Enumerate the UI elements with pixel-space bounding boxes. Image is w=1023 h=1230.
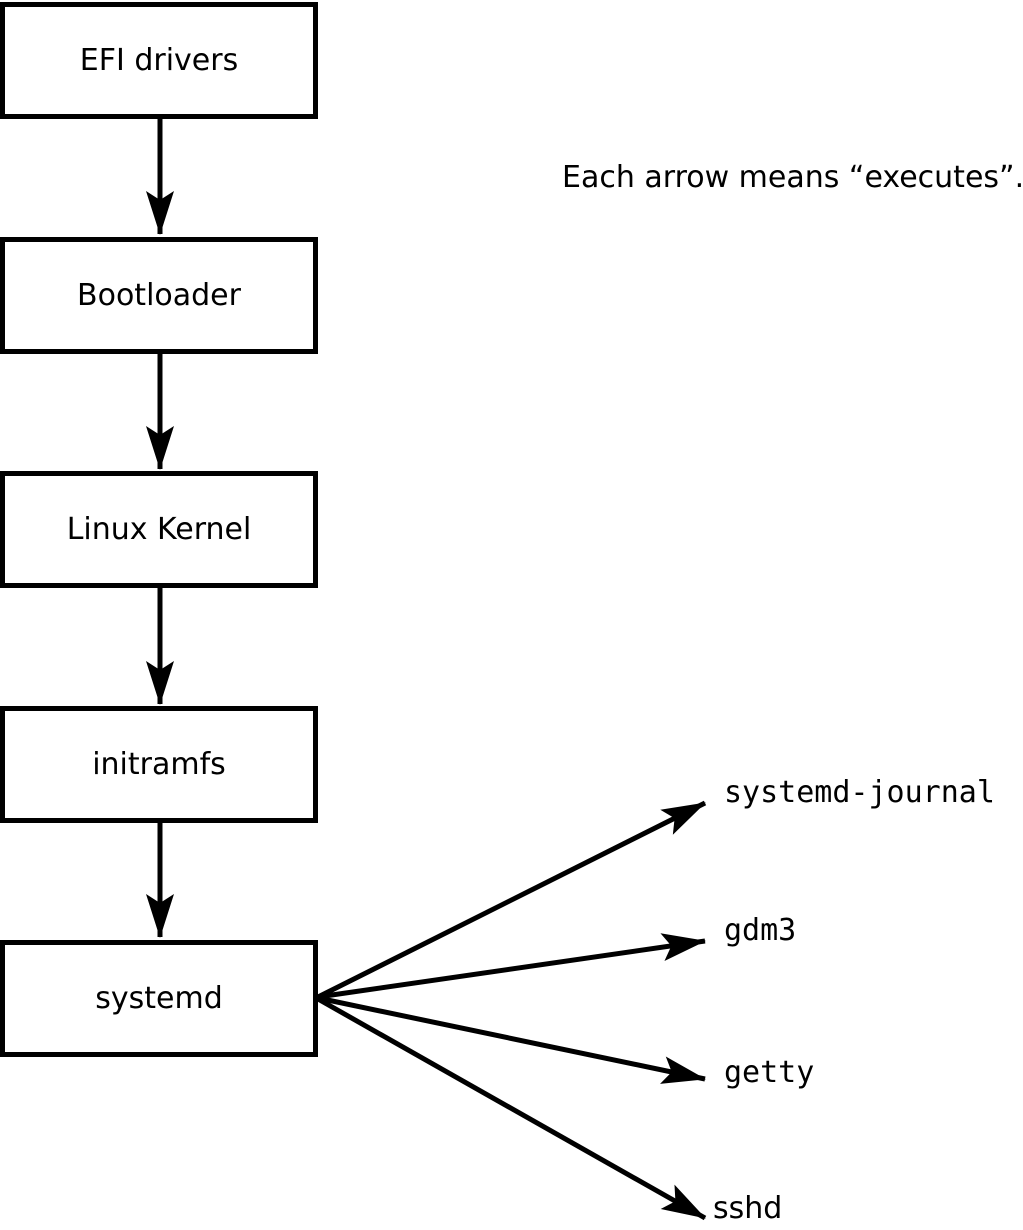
node-bootloader-label: Bootloader [77, 277, 241, 313]
arrow-meaning-note: Each arrow means “executes”. [562, 160, 1023, 195]
target-gdm3: gdm3 [724, 913, 797, 948]
arrow-systemd-to-sshd [316, 996, 707, 1221]
node-bootloader: Bootloader [0, 237, 318, 354]
target-getty: getty [724, 1055, 815, 1090]
node-systemd: systemd [0, 940, 318, 1057]
target-sshd: sshd [713, 1191, 783, 1226]
node-linux-kernel: Linux Kernel [0, 471, 318, 588]
node-initramfs-label: initramfs [92, 746, 226, 782]
target-systemd-journal: systemd-journal [724, 775, 995, 810]
node-linux-kernel-label: Linux Kernel [66, 511, 252, 547]
node-efi-drivers: EFI drivers [0, 2, 318, 119]
node-systemd-label: systemd [95, 980, 223, 1016]
arrow-systemd-to-gdm3 [317, 933, 706, 1000]
node-efi-drivers-label: EFI drivers [79, 42, 239, 78]
arrow-systemd-to-getty [317, 995, 706, 1084]
arrow-systemd-to-journal [316, 800, 707, 1000]
node-initramfs: initramfs [0, 706, 318, 823]
